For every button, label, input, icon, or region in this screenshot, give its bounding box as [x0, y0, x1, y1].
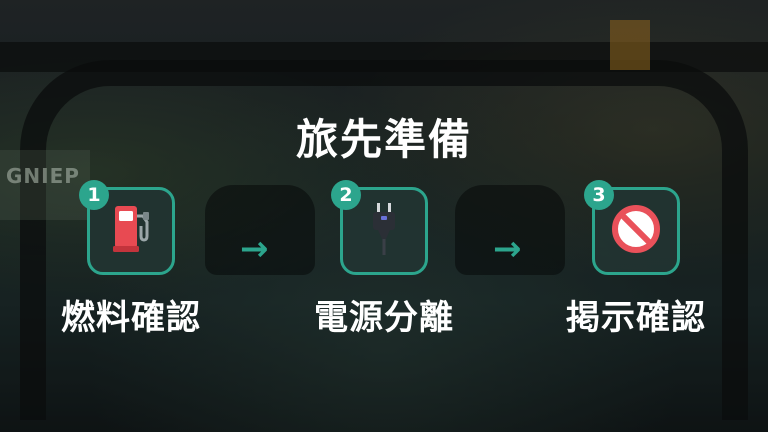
step-3-badge: 3 — [584, 180, 614, 210]
background-sign-right — [610, 20, 650, 70]
headrest-right — [455, 185, 565, 275]
step-2-label: 電源分離 — [314, 298, 454, 338]
step-3-label: 掲示確認 — [566, 298, 706, 338]
step-2-badge: 2 — [331, 180, 361, 210]
headrest-left — [205, 185, 315, 275]
power-plug-icon — [366, 201, 402, 261]
background-sign: GNIEP — [0, 150, 90, 220]
arrow-right-icon: → — [240, 229, 269, 269]
arrow-right-icon: → — [493, 229, 522, 269]
fuel-pump-icon — [109, 202, 153, 260]
no-entry-icon — [611, 204, 661, 258]
step-1-label: 燃料確認 — [61, 298, 201, 338]
step-1-badge: 1 — [79, 180, 109, 210]
page-title: 旅先準備 — [295, 115, 472, 164]
